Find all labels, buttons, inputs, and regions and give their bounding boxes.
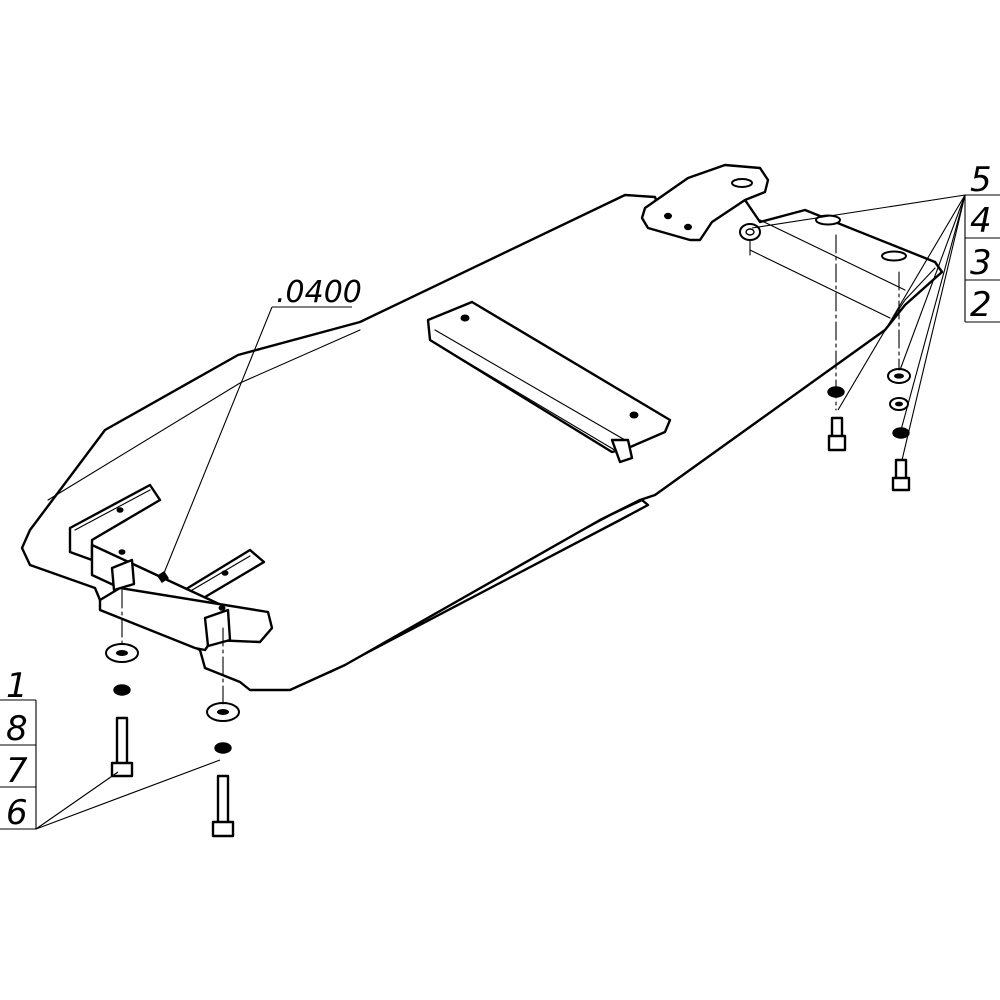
callout-2: 2: [970, 285, 992, 325]
callout-8: 8: [6, 709, 28, 749]
callout-1: 1: [6, 666, 28, 706]
right-callout-table: 5 4 3 2: [751, 160, 1000, 461]
center-bracket: [426, 300, 672, 464]
fastener-washer-top: [739, 223, 761, 241]
left-fastener-stack: [105, 643, 240, 838]
callout-6: 6: [6, 793, 28, 833]
callout-7: 7: [6, 751, 28, 791]
right-fastener-stack: [827, 368, 911, 492]
left-callout-table: 1 8 7 6: [0, 666, 221, 833]
left-brackets: [68, 483, 274, 652]
rear-tab: [815, 214, 907, 262]
callout-5: 5: [970, 160, 992, 200]
part-code-callout: .0400: [161, 275, 362, 579]
callout-4: 4: [970, 201, 992, 241]
part-code-label: .0400: [276, 275, 362, 310]
front-tab: [640, 163, 770, 242]
callout-3: 3: [970, 243, 992, 283]
